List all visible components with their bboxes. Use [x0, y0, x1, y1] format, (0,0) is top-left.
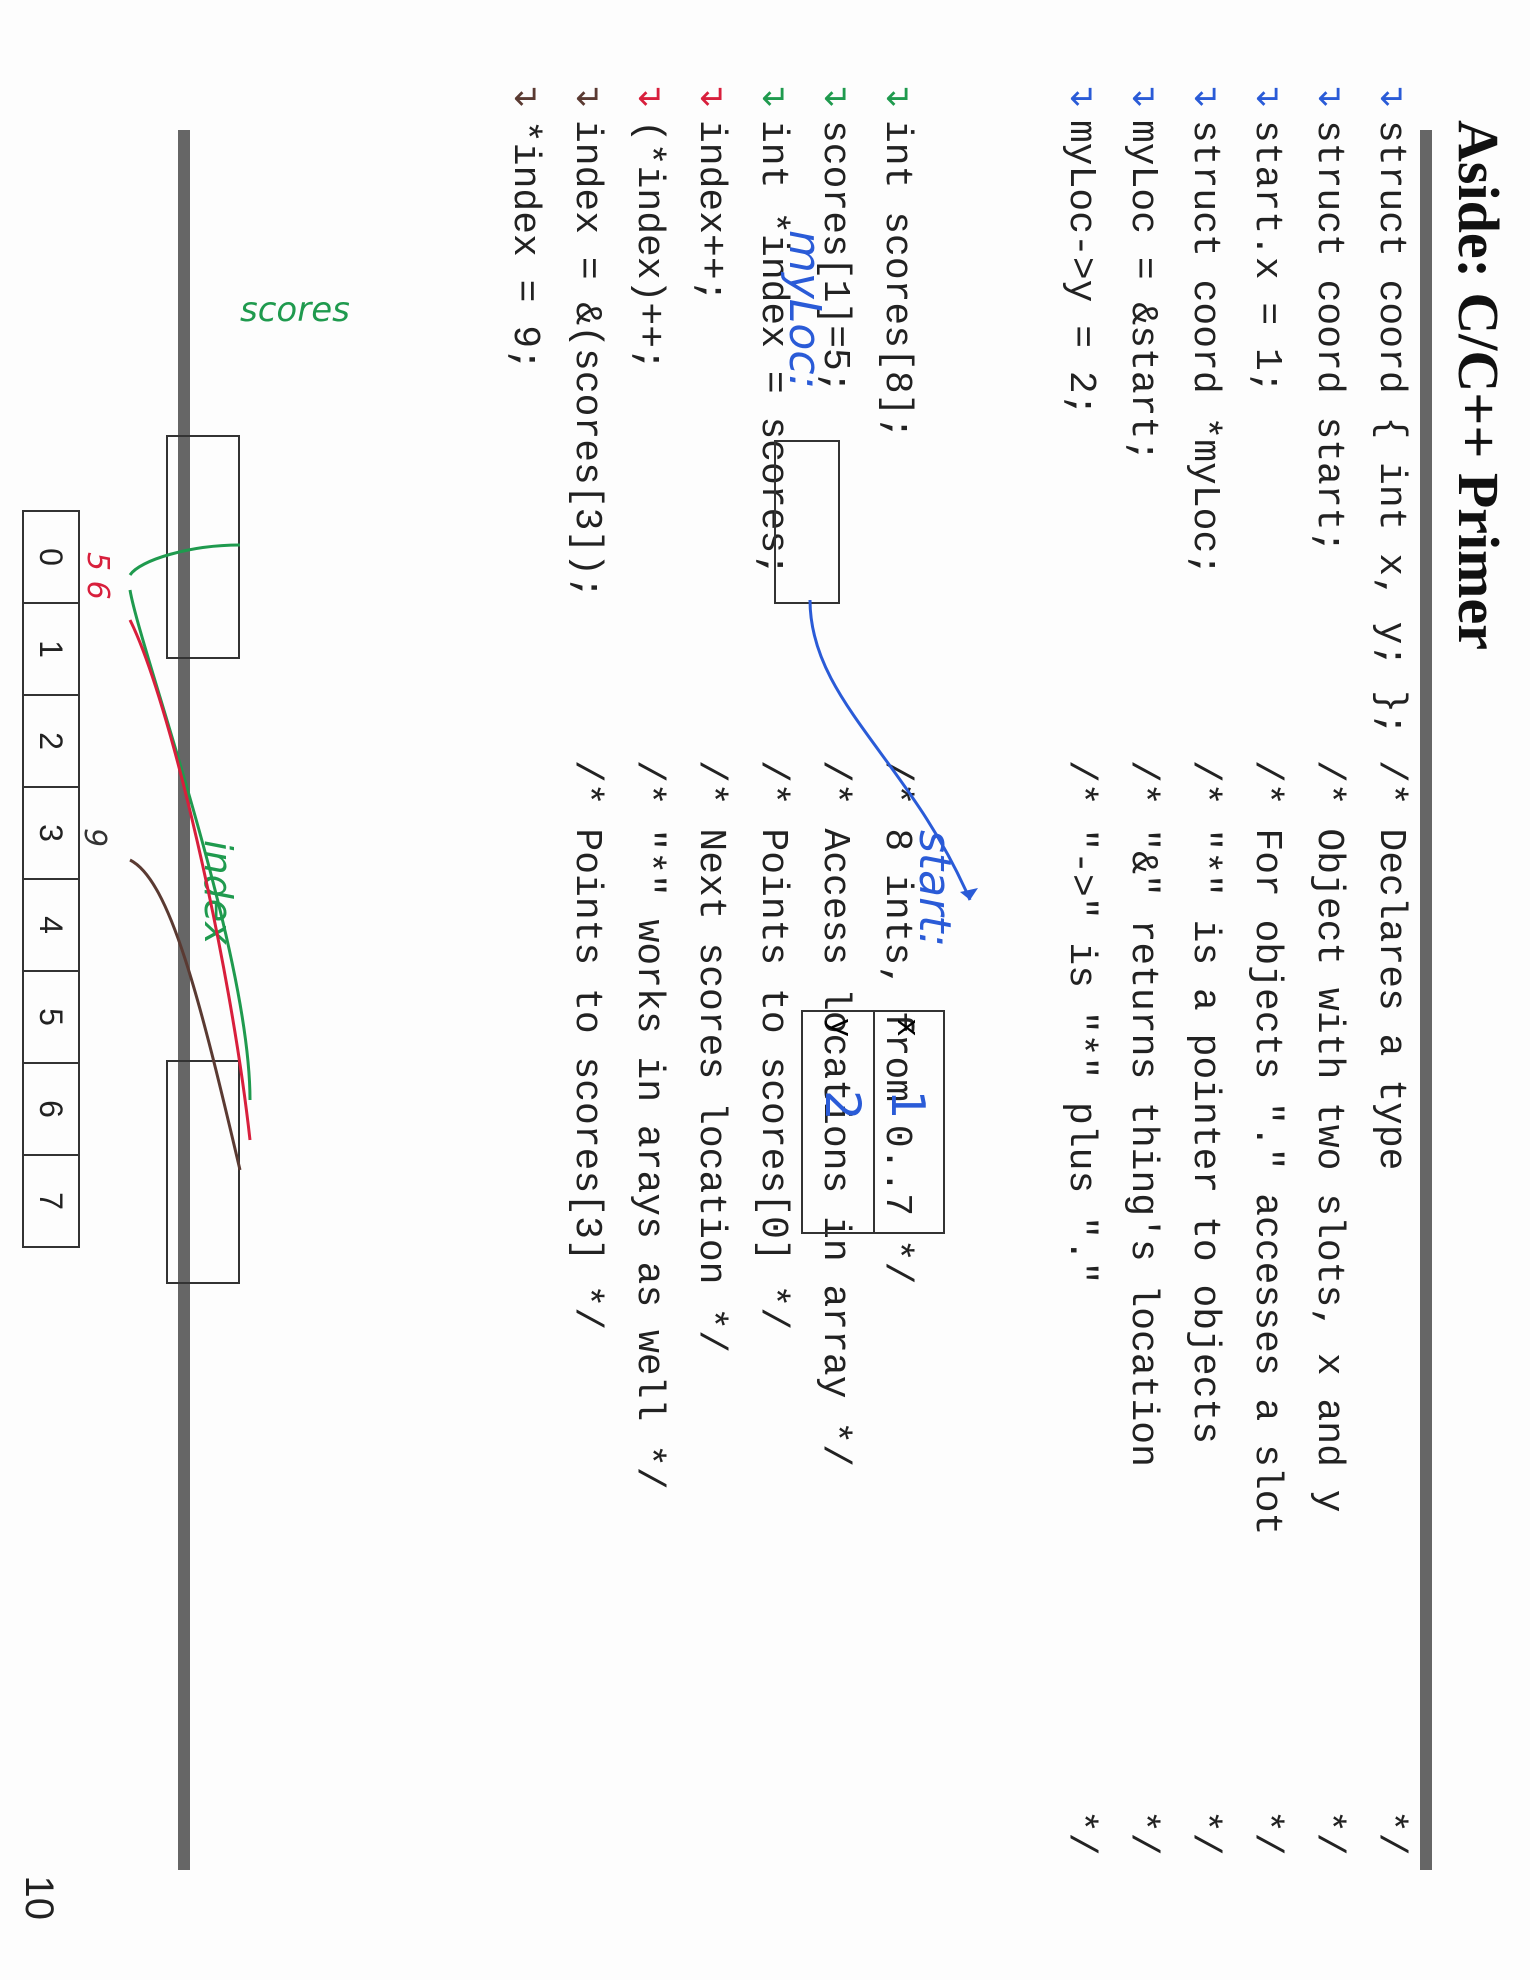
index-red-arrow: [128, 619, 252, 1141]
myloc-arrowhead: [960, 888, 978, 900]
index-brown-arrow: [129, 858, 242, 1171]
index-green-arrow: [128, 589, 252, 1101]
scores-pointer-arrow: [128, 543, 241, 576]
page-number: 10: [17, 1875, 61, 1921]
myloc-pointer-arrow: [808, 599, 972, 901]
